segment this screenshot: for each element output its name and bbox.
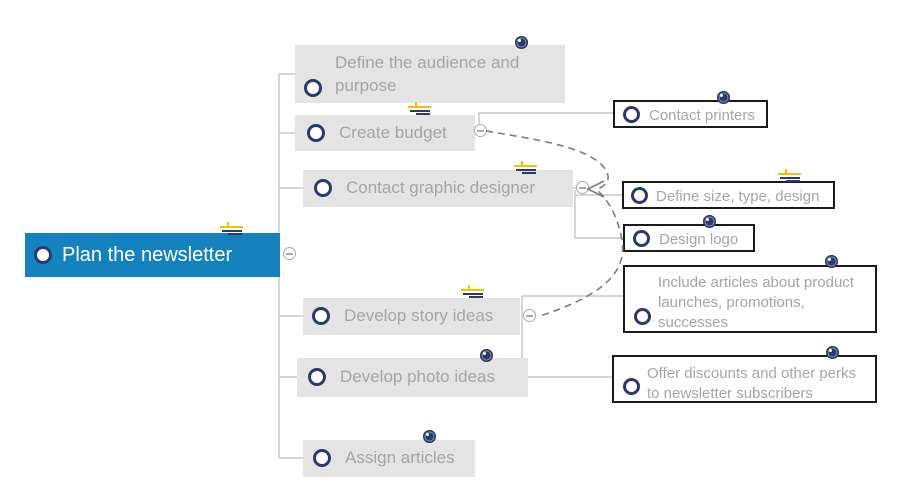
topic-marker-circle — [307, 124, 325, 142]
topic-label: Create budget — [339, 123, 447, 142]
topic-label: Develop photo ideas — [340, 367, 496, 386]
notes-icon-develop-story-ideas[interactable] — [461, 285, 485, 298]
clock-icon-design-logo[interactable] — [703, 215, 716, 228]
subtopic-label: Design logo — [659, 231, 739, 248]
topic-marker-circle — [314, 179, 332, 197]
topic-marker-circle — [623, 106, 640, 123]
topic-marker-circle — [633, 230, 650, 247]
topic-label: Develop story ideas — [344, 306, 494, 325]
minus-circle-icon-contact-graphic-designer[interactable] — [576, 181, 589, 194]
subtopic-design-logo[interactable]: Design logo — [623, 224, 755, 252]
topic-marker-circle — [312, 307, 330, 325]
minus-circle-icon-develop-story-ideas[interactable] — [523, 309, 536, 322]
topic-marker-circle — [623, 378, 640, 395]
clock-icon-assign-articles[interactable] — [423, 430, 436, 443]
notes-icon-create-budget[interactable] — [408, 102, 432, 115]
topic-create-budget[interactable]: Create budget — [295, 115, 475, 151]
clock-icon-contact-printers[interactable] — [717, 91, 730, 104]
topic-marker-circle — [308, 368, 326, 386]
subtopic-label: Include articles about product launches,… — [658, 274, 854, 331]
notes-icon-root[interactable] — [220, 222, 244, 235]
topic-define-audience[interactable]: Define the audience and purpose — [295, 45, 565, 103]
root-topic-plan-the-newsletter[interactable]: Plan the newsletter — [25, 233, 280, 277]
clock-icon-define-audience[interactable] — [515, 36, 528, 49]
topic-develop-photo-ideas[interactable]: Develop photo ideas — [297, 358, 528, 397]
notes-icon-contact-graphic-designer[interactable] — [514, 161, 538, 174]
notes-icon-define-size[interactable] — [778, 169, 802, 182]
clock-icon-offer-discounts[interactable] — [826, 346, 839, 359]
topic-contact-graphic-designer[interactable]: Contact graphic designer — [303, 170, 573, 207]
topic-develop-story-ideas[interactable]: Develop story ideas — [303, 298, 520, 335]
subtopic-contact-printers[interactable]: Contact printers — [613, 100, 768, 128]
topic-label: Define the audience and purpose — [335, 53, 520, 95]
subtopic-label: Contact printers — [649, 107, 755, 124]
subtopic-offer-discounts[interactable]: Offer discounts and other perks to newsl… — [612, 355, 877, 403]
topic-marker-circle — [631, 187, 648, 204]
minus-circle-icon-create-budget[interactable] — [474, 124, 487, 137]
topic-marker-circle — [34, 246, 52, 264]
topic-marker-circle — [313, 449, 331, 467]
subtopic-label: Define size, type, design — [656, 188, 820, 205]
subtopic-define-size-type-design[interactable]: Define size, type, design — [622, 181, 835, 209]
topic-label: Contact graphic designer — [346, 178, 536, 197]
topic-label: Assign articles — [345, 448, 455, 467]
topic-marker-circle — [634, 308, 651, 325]
topic-marker-circle — [304, 79, 322, 97]
minus-circle-icon-root[interactable] — [283, 247, 296, 260]
root-topic-label: Plan the newsletter — [62, 243, 233, 266]
clock-icon-develop-photo-ideas[interactable] — [480, 349, 493, 362]
subtopic-include-articles[interactable]: Include articles about product launches,… — [623, 265, 877, 333]
subtopic-label: Offer discounts and other perks to newsl… — [647, 365, 857, 402]
clock-icon-include-articles[interactable] — [825, 255, 838, 268]
relationship-arrowhead — [586, 180, 605, 198]
topic-assign-articles[interactable]: Assign articles — [303, 440, 475, 477]
